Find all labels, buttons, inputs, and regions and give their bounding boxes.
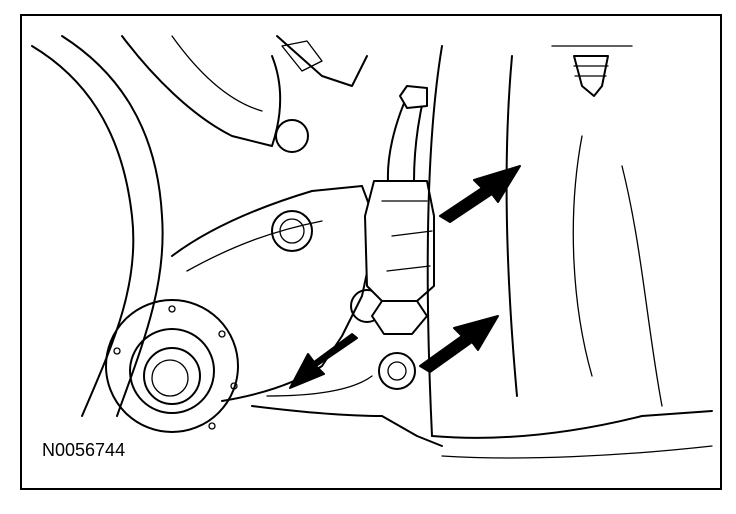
connector-ridge [391, 230, 433, 237]
wire-connector-top [399, 85, 428, 109]
floor-line [441, 445, 713, 459]
engine-cover [171, 185, 378, 402]
arrow-lower-left-icon [289, 333, 358, 389]
sensor-connector [364, 180, 435, 302]
pulley-inner [143, 347, 201, 405]
upper-boss [275, 119, 309, 153]
lower-block-edge [266, 375, 373, 397]
left-hose-inner [61, 35, 164, 417]
pulley-bolt [230, 382, 238, 390]
connector-ridge [386, 265, 431, 272]
cover-rib [186, 220, 323, 272]
top-housing [276, 35, 368, 87]
pulley-bolt [208, 422, 216, 430]
fender-fold [572, 135, 593, 377]
fender-fold [621, 165, 663, 407]
left-hose-outer [31, 45, 135, 417]
pulley-hub [151, 359, 189, 397]
sensor-wire-b [413, 95, 425, 182]
fender-edge-right [505, 55, 518, 397]
engine-illustration [31, 35, 713, 459]
figure-id-label: N0056744 [40, 440, 128, 461]
cover-plug-outer [271, 210, 313, 252]
cover-plug-inner [279, 218, 305, 244]
arrow-lower-right-icon [419, 315, 499, 373]
pulley-bolt [218, 330, 226, 338]
upper-bracket-detail [171, 35, 263, 112]
fitting-thread [573, 65, 609, 77]
pulley-outer [105, 299, 239, 433]
pulley-bolt [113, 347, 121, 355]
arrow-upper-icon [439, 165, 521, 223]
fender-bottom [431, 410, 713, 439]
top-fitting [281, 40, 323, 72]
mount-bolt [378, 352, 416, 390]
pulley-mid [129, 328, 215, 414]
mount-bolt-head [387, 361, 407, 381]
diagram-frame: N0056744 [20, 14, 722, 490]
sensor-tip [371, 300, 428, 335]
lower-block [251, 405, 443, 447]
pulley-bolt [168, 305, 176, 313]
sensor-wire-a [386, 95, 408, 182]
upper-bracket [121, 35, 282, 147]
